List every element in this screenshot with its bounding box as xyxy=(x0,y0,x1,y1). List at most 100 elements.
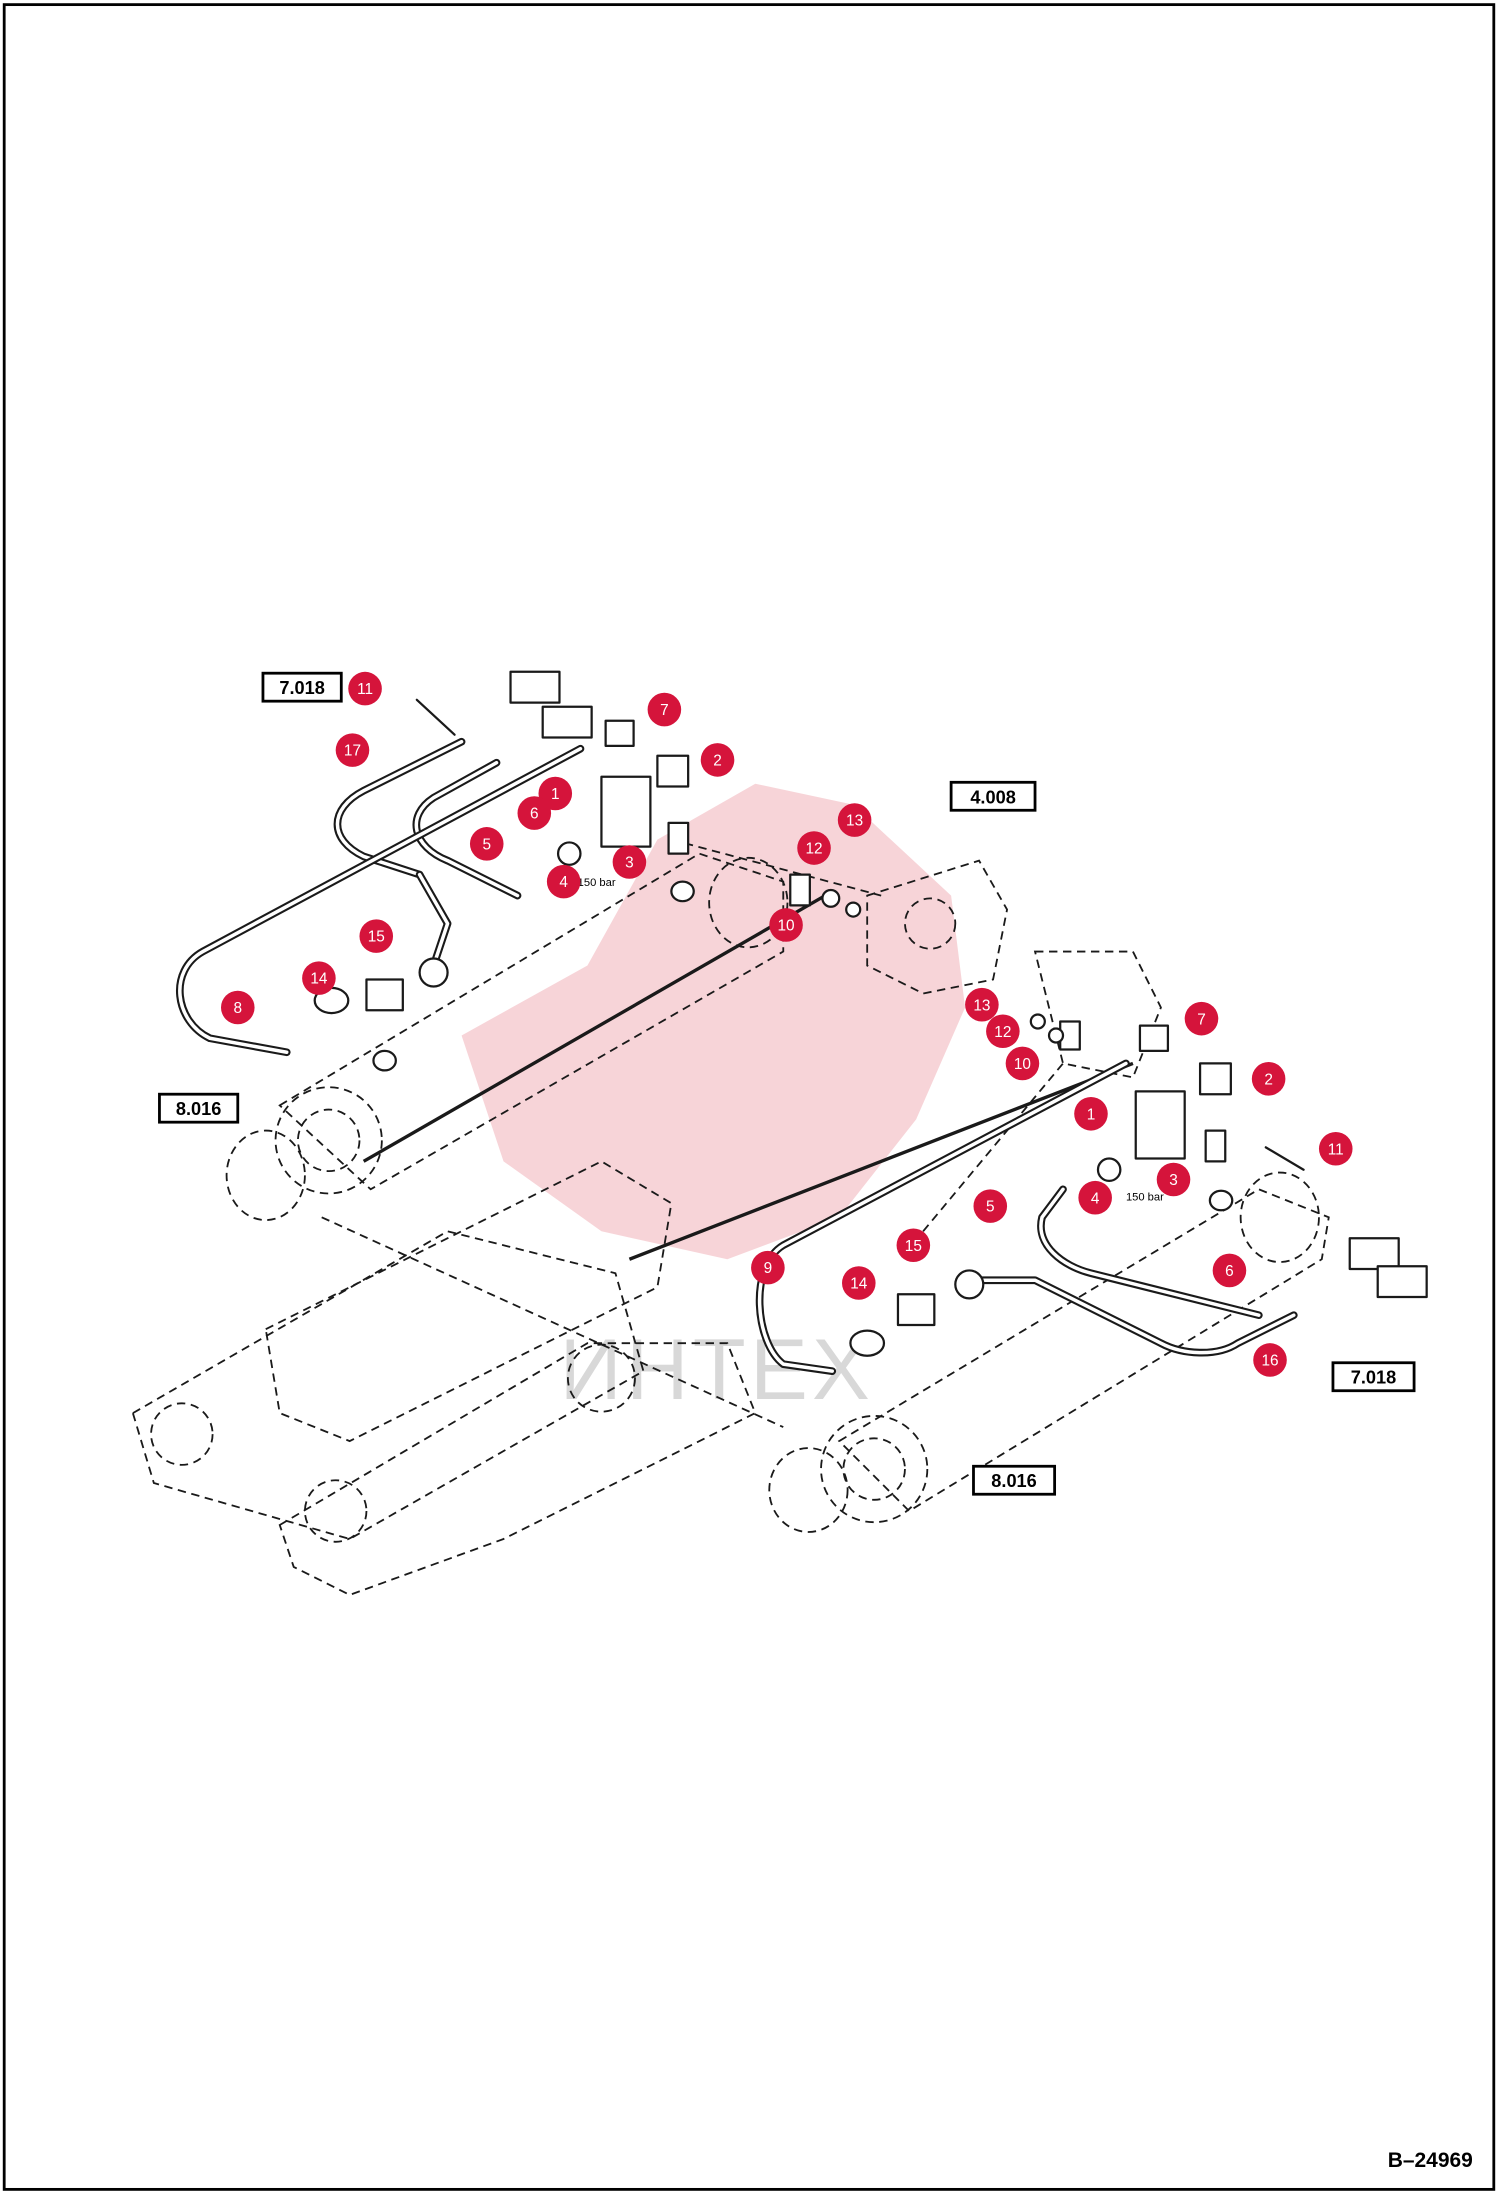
ref-box-right-cylinder-frame xyxy=(972,1464,1057,1496)
svg-text:2: 2 xyxy=(1264,1071,1273,1088)
callout-right-4[interactable]: 4 xyxy=(1078,1180,1112,1215)
ref-left-cylinder-text: 8.016 xyxy=(176,1099,221,1119)
callout-right-9[interactable]: 9 xyxy=(751,1250,785,1285)
cylinder-right-end xyxy=(1239,1171,1320,1263)
leader-line-2 xyxy=(671,838,882,897)
callouts-left: 11 17 7 2 1 6 5 4 3 15 14 8 13 12 10 xyxy=(220,671,872,1025)
cylinder-left-flange xyxy=(297,1108,361,1173)
svg-text:14: 14 xyxy=(310,971,328,988)
hoses-left xyxy=(176,737,585,1057)
pivot-pin-right xyxy=(304,1479,368,1543)
callout-right-1[interactable]: 1 xyxy=(1074,1097,1108,1131)
svg-text:12: 12 xyxy=(994,1024,1011,1041)
svg-text:12: 12 xyxy=(805,841,822,858)
svg-text:15: 15 xyxy=(905,1238,922,1255)
nut-left-15 xyxy=(418,957,449,988)
callout-left-1[interactable]: 1 xyxy=(538,776,573,811)
nut-right-14 xyxy=(849,1329,886,1357)
callout-left-7[interactable]: 7 xyxy=(647,692,682,727)
pressure-valve-right xyxy=(1134,1090,1186,1160)
washer-right-13 xyxy=(1029,1013,1046,1030)
tower-pin xyxy=(904,897,957,950)
ref-box-top-center[interactable]: 4.008 xyxy=(949,780,1037,812)
ref-box-top-left[interactable]: 7.018 xyxy=(261,671,343,703)
callout-left-2[interactable]: 2 xyxy=(700,743,735,777)
bolt-right-11 xyxy=(1264,1146,1305,1171)
boom-arm-left xyxy=(131,1230,645,1540)
svg-text:5: 5 xyxy=(986,1199,995,1216)
valve-group-left: 150 bar xyxy=(313,670,862,1072)
cylinder-right-barrel xyxy=(837,1188,1330,1513)
callout-right-5[interactable]: 5 xyxy=(973,1189,1008,1223)
callout-right-6[interactable]: 6 xyxy=(1212,1253,1247,1288)
valve-label-left: 150 bar xyxy=(578,877,616,889)
svg-text:17: 17 xyxy=(344,743,361,760)
nut-right-10 xyxy=(1047,1027,1065,1044)
cylinder-right-eye xyxy=(768,1447,849,1533)
callout-right-14[interactable]: 14 xyxy=(842,1266,876,1300)
callout-left-8[interactable]: 8 xyxy=(220,990,255,1025)
ref-top-center-text: 4.008 xyxy=(970,787,1015,807)
callout-right-7[interactable]: 7 xyxy=(1184,1001,1219,1036)
valve-group-right: 150 bar xyxy=(849,1013,1428,1357)
callout-right-15[interactable]: 15 xyxy=(896,1228,931,1263)
cylinder-right-head xyxy=(820,1414,929,1524)
callout-right-16[interactable]: 16 xyxy=(1253,1343,1287,1377)
callout-left-4[interactable]: 4 xyxy=(546,864,581,899)
callout-left-6[interactable]: 6 xyxy=(517,796,552,830)
callout-right-12[interactable]: 12 xyxy=(986,1014,1020,1049)
solenoid-right-2 xyxy=(1198,1062,1232,1096)
svg-text:13: 13 xyxy=(846,813,863,830)
clamp-left-12 xyxy=(789,873,811,907)
pivot-pin-left xyxy=(150,1402,214,1466)
callouts-right: 13 12 10 7 2 1 11 4 3 5 15 9 14 6 16 xyxy=(751,987,1353,1377)
callout-left-17[interactable]: 17 xyxy=(335,733,370,767)
svg-text:6: 6 xyxy=(530,806,539,823)
adapter-left-3 xyxy=(667,821,690,855)
callout-right-11[interactable]: 11 xyxy=(1318,1131,1353,1166)
svg-text:1: 1 xyxy=(1087,1106,1096,1123)
cylinder-right-rod xyxy=(628,1061,1134,1261)
callout-left-3[interactable]: 3 xyxy=(612,845,647,879)
callout-right-2[interactable]: 2 xyxy=(1251,1062,1286,1096)
callout-left-14[interactable]: 14 xyxy=(302,961,336,995)
svg-text:3: 3 xyxy=(1169,1172,1178,1189)
ref-box-right-cylinder[interactable]: 8.016 xyxy=(972,1464,1057,1496)
callout-right-10[interactable]: 10 xyxy=(1005,1046,1040,1081)
ref-box-left-cylinder[interactable]: 8.016 xyxy=(158,1092,240,1124)
coupler-left-top xyxy=(509,670,561,704)
cylinder-right-flange xyxy=(842,1437,906,1501)
callout-left-13[interactable]: 13 xyxy=(837,803,872,837)
svg-text:13: 13 xyxy=(973,997,990,1014)
cylinder-left-eye xyxy=(225,1129,306,1221)
callout-left-5[interactable]: 5 xyxy=(469,827,504,861)
cylinder-right xyxy=(628,1061,1330,1533)
cylinder-left-rod xyxy=(362,894,827,1163)
tee-fitting-left-15 xyxy=(365,978,404,1012)
svg-text:14: 14 xyxy=(850,1276,868,1293)
cylinder-left-end xyxy=(708,856,789,949)
callout-right-3[interactable]: 3 xyxy=(1156,1162,1191,1197)
leader-line-1 xyxy=(321,1216,784,1428)
ref-top-left-text: 7.018 xyxy=(279,678,324,698)
hoses-right xyxy=(755,1059,1298,1375)
callout-right-13[interactable]: 13 xyxy=(965,987,999,1022)
callout-left-12[interactable]: 12 xyxy=(797,831,831,865)
ref-right-lines-text: 7.018 xyxy=(1351,1368,1396,1388)
pivot-pin-center xyxy=(566,1343,636,1413)
ref-box-right-lines[interactable]: 7.018 xyxy=(1331,1361,1416,1393)
svg-text:7: 7 xyxy=(660,702,669,719)
coupler-right-top xyxy=(1348,1237,1400,1271)
svg-text:5: 5 xyxy=(482,836,491,853)
svg-text:15: 15 xyxy=(368,929,385,946)
callout-left-15[interactable]: 15 xyxy=(359,919,394,953)
callout-left-11[interactable]: 11 xyxy=(348,671,382,706)
bolt-left-11 xyxy=(415,698,456,736)
svg-text:10: 10 xyxy=(1014,1056,1031,1073)
callout-left-10[interactable]: 10 xyxy=(769,908,803,942)
adapter-right-3 xyxy=(1204,1129,1227,1163)
svg-text:11: 11 xyxy=(1328,1141,1344,1158)
plug-right xyxy=(1208,1189,1234,1212)
tee-fitting-right-15 xyxy=(896,1293,936,1327)
washer-left-13 xyxy=(821,888,841,908)
